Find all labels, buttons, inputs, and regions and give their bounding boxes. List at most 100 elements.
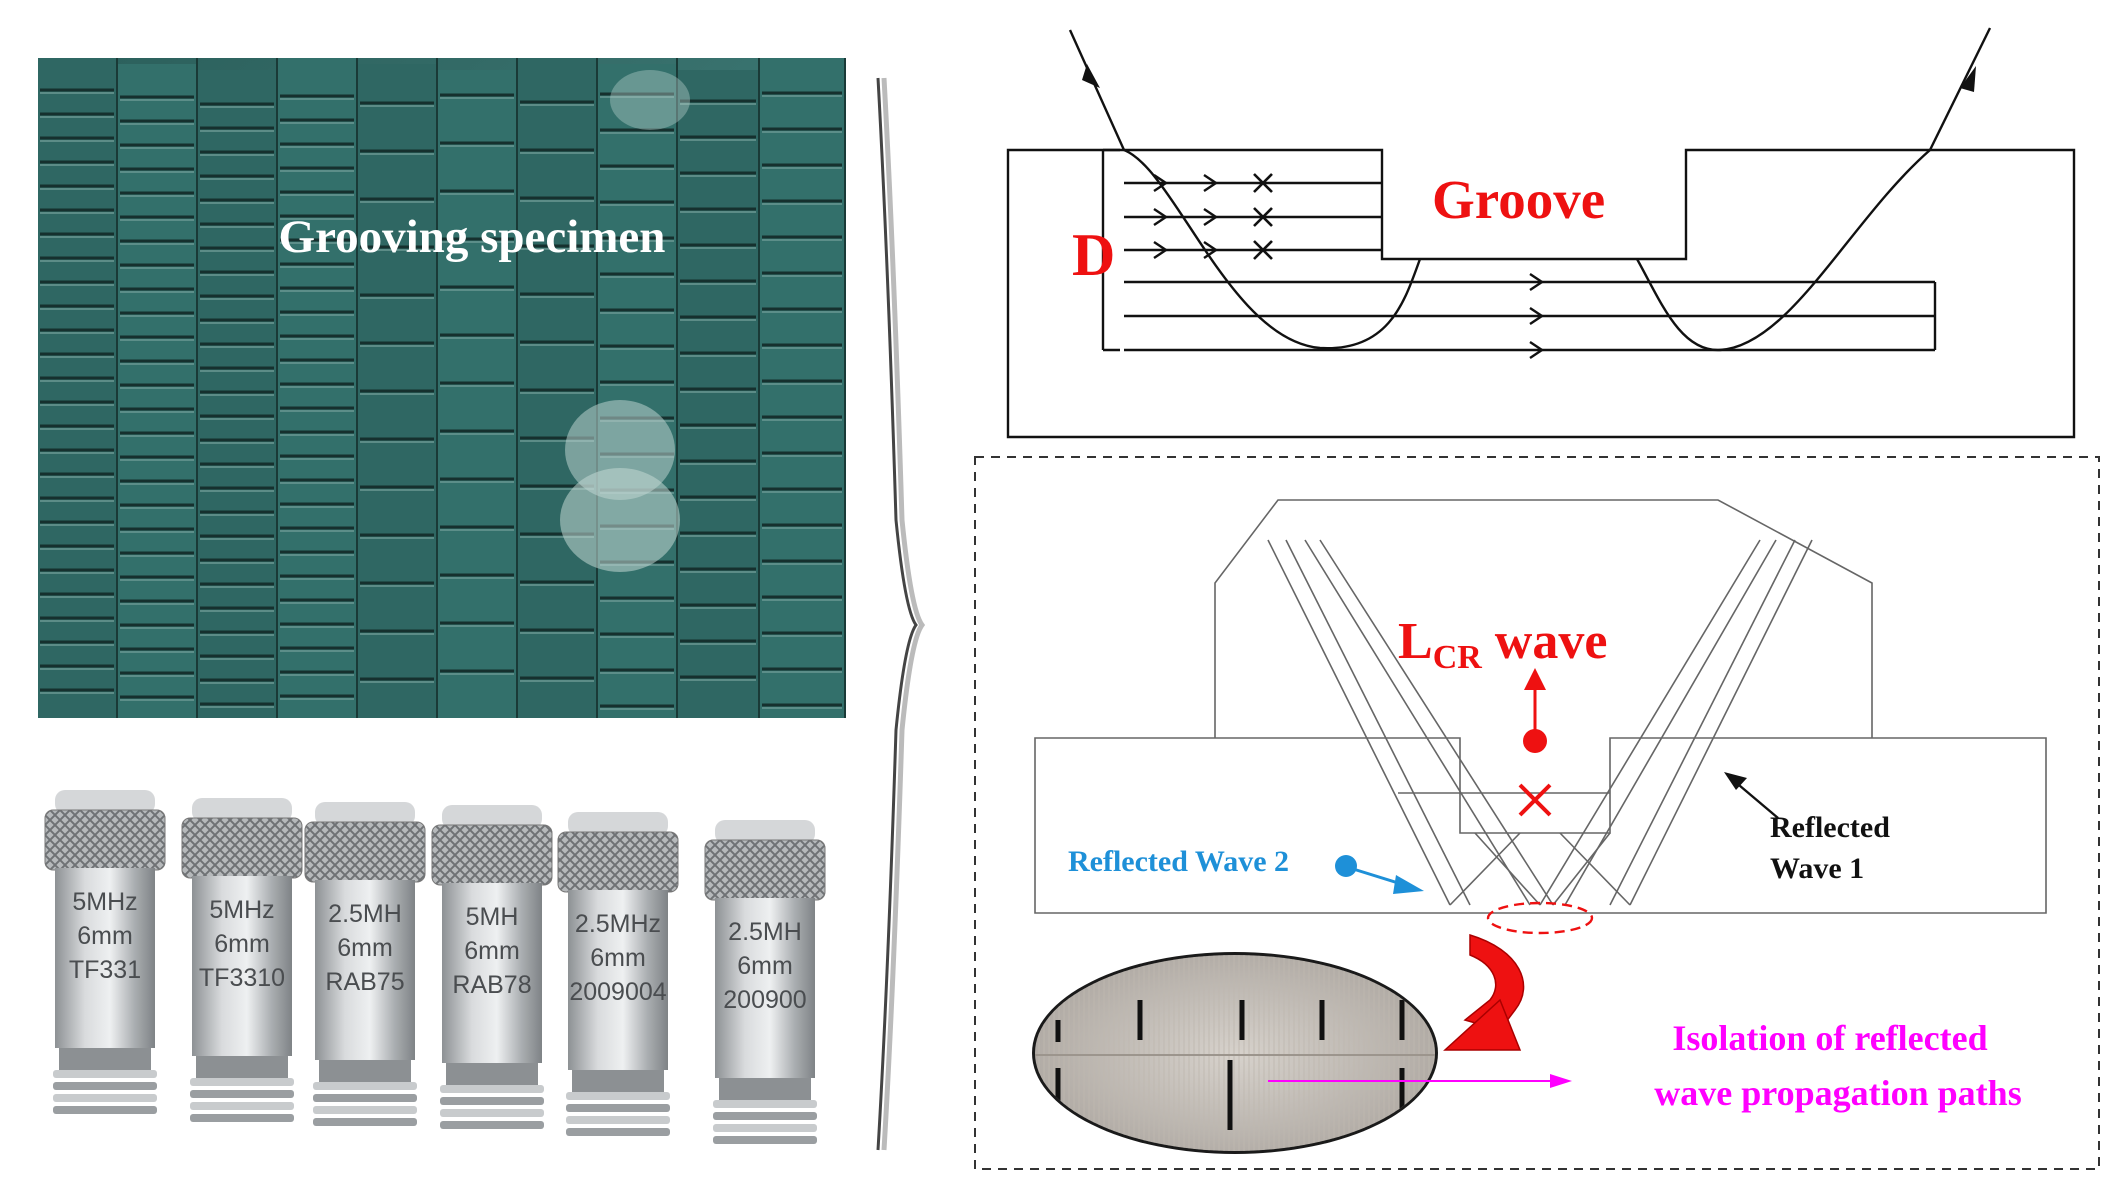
transducer-neck bbox=[319, 1060, 411, 1082]
transducer-thread bbox=[190, 1090, 294, 1098]
transducer: 2.5MHz 6mm 2009004 bbox=[557, 812, 679, 1136]
lcr-wave-main: L bbox=[1398, 613, 1433, 670]
transducer-cap bbox=[568, 812, 668, 836]
transducer-thread bbox=[713, 1112, 817, 1120]
transducer-thread bbox=[713, 1100, 817, 1108]
transducer-knurled-ring bbox=[431, 824, 553, 886]
transducer-cap bbox=[55, 790, 155, 814]
depth-label: D bbox=[1072, 222, 1115, 288]
transducer-label: 2.5MH bbox=[728, 918, 802, 946]
specimen-grooves bbox=[38, 58, 846, 718]
specimen-strip bbox=[760, 58, 844, 718]
transducer-label: 6mm bbox=[590, 944, 646, 972]
lcr-diagram: LCR wave Reflected Wave 2 Reflected Wave… bbox=[974, 456, 2100, 1170]
specimen-strip bbox=[118, 64, 196, 718]
specimen-strip bbox=[198, 70, 276, 718]
transducer-knurled-ring bbox=[557, 831, 679, 893]
transducer-label: 5MH bbox=[466, 903, 519, 931]
transducer-thread bbox=[53, 1106, 157, 1114]
transducer-knurled-ring bbox=[44, 809, 166, 871]
lcr-source-dot bbox=[1523, 729, 1547, 753]
isolation-arrowhead bbox=[1550, 1074, 1572, 1088]
left-wave-beams bbox=[1267, 539, 1611, 906]
transducer-body bbox=[55, 868, 155, 1048]
transducer-neck bbox=[196, 1056, 288, 1078]
specimen-strip bbox=[278, 58, 356, 718]
transducer-neck bbox=[446, 1063, 538, 1085]
lcr-wave-label: LCR wave bbox=[1398, 613, 1607, 676]
incident-ray bbox=[1068, 29, 1126, 151]
transducer-thread bbox=[713, 1136, 817, 1144]
transducer-thread bbox=[440, 1109, 544, 1117]
transducer-label: 6mm bbox=[337, 934, 393, 962]
transducer-thread bbox=[440, 1121, 544, 1129]
divider-shadow bbox=[881, 77, 926, 1151]
right-wave-beams bbox=[1474, 539, 1813, 906]
transducer-neck bbox=[719, 1078, 811, 1100]
transducer-body bbox=[192, 876, 292, 1056]
transducer-label: 6mm bbox=[737, 952, 793, 980]
specimen-glare bbox=[610, 70, 690, 130]
transducer-label: RAB78 bbox=[452, 971, 531, 999]
transducer-label: 2.5MH bbox=[328, 900, 402, 928]
incident-ray-arrow bbox=[1082, 64, 1100, 88]
transducer-photo: 5MHz6mmTF3315MHz6mmTF33102.5MH6mmRAB755M… bbox=[44, 790, 826, 1144]
reflected-wave-1-pointer bbox=[1732, 779, 1779, 819]
transducer-body bbox=[715, 898, 815, 1078]
transducer-thread bbox=[313, 1082, 417, 1090]
transducer-thread bbox=[313, 1118, 417, 1126]
transducer-knurled-ring bbox=[304, 821, 426, 883]
transducer-label: 6mm bbox=[77, 922, 133, 950]
zoom-curved-arrow-head bbox=[1443, 998, 1522, 1051]
transducer-thread bbox=[190, 1078, 294, 1086]
lcr-up-arrow-head bbox=[1524, 668, 1546, 690]
blocked-x-marks bbox=[1253, 173, 1273, 260]
transducer-neck bbox=[59, 1048, 151, 1070]
specimen-strip bbox=[678, 70, 758, 718]
transducer-cap bbox=[192, 798, 292, 822]
transducer-label: 2009004 bbox=[569, 978, 666, 1006]
transducer-body bbox=[568, 890, 668, 1070]
magnified-view bbox=[1035, 955, 1435, 1151]
blocked-arrows bbox=[1153, 174, 1219, 259]
transducer-label: 6mm bbox=[214, 930, 270, 958]
specimen-strip bbox=[518, 58, 596, 718]
transducer-cap bbox=[315, 802, 415, 826]
reflected-wave-2-arrowhead bbox=[1393, 875, 1424, 894]
isolation-label-line2: wave propagation paths bbox=[1654, 1073, 2021, 1113]
transducer-thread bbox=[53, 1070, 157, 1078]
transducer-label: 5MHz bbox=[72, 888, 137, 916]
transducer-cap bbox=[442, 805, 542, 829]
probe-wedge-outline bbox=[1214, 499, 1873, 738]
lcr-x-mark bbox=[1518, 783, 1552, 817]
transducer-cap bbox=[715, 820, 815, 844]
transducer-body bbox=[315, 880, 415, 1060]
reflected-wave-1-label-line2: Wave 1 bbox=[1770, 852, 1864, 885]
groove-specimen-outline bbox=[1006, 148, 2076, 439]
transducer-knurled-ring bbox=[704, 839, 826, 901]
reflected-wave-2-dot bbox=[1335, 855, 1357, 877]
transducer-thread bbox=[313, 1106, 417, 1114]
transducer-thread bbox=[566, 1116, 670, 1124]
lcr-dashed-frame bbox=[974, 456, 2100, 1170]
transducer-thread bbox=[713, 1124, 817, 1132]
specimen-strip bbox=[438, 70, 516, 718]
isolation-label-line1: Isolation of reflected bbox=[1672, 1018, 1987, 1058]
transducer-thread bbox=[53, 1082, 157, 1090]
transducer-thread bbox=[313, 1094, 417, 1102]
refracted-wave-curve bbox=[1123, 148, 1931, 352]
transducer-thread bbox=[566, 1092, 670, 1100]
transducer-label: TF3310 bbox=[199, 964, 285, 992]
transducer-label: 5MHz bbox=[209, 896, 274, 924]
transducer-label: RAB75 bbox=[325, 968, 404, 996]
lens-texture bbox=[1035, 955, 1435, 1151]
transducer-thread bbox=[440, 1097, 544, 1105]
transducer-thread bbox=[440, 1085, 544, 1093]
specimen-label: Grooving specimen bbox=[279, 211, 666, 263]
specimen-strip bbox=[38, 58, 116, 718]
transducer-label: 2.5MHz bbox=[575, 910, 661, 938]
transducer-label: TF331 bbox=[69, 956, 141, 984]
specimen-photo: Grooving specimen bbox=[38, 58, 846, 718]
